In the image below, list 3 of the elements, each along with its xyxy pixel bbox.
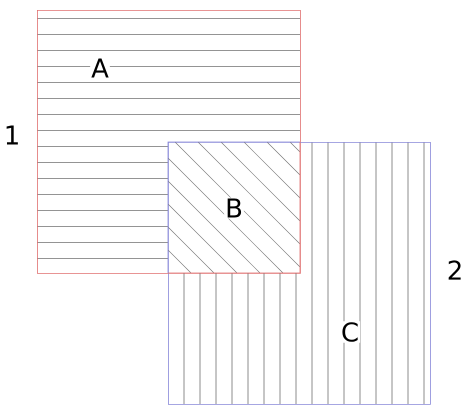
region-label: B — [224, 198, 244, 218]
square-number: 1 — [6, 126, 18, 144]
square-number: 2 — [448, 260, 461, 280]
